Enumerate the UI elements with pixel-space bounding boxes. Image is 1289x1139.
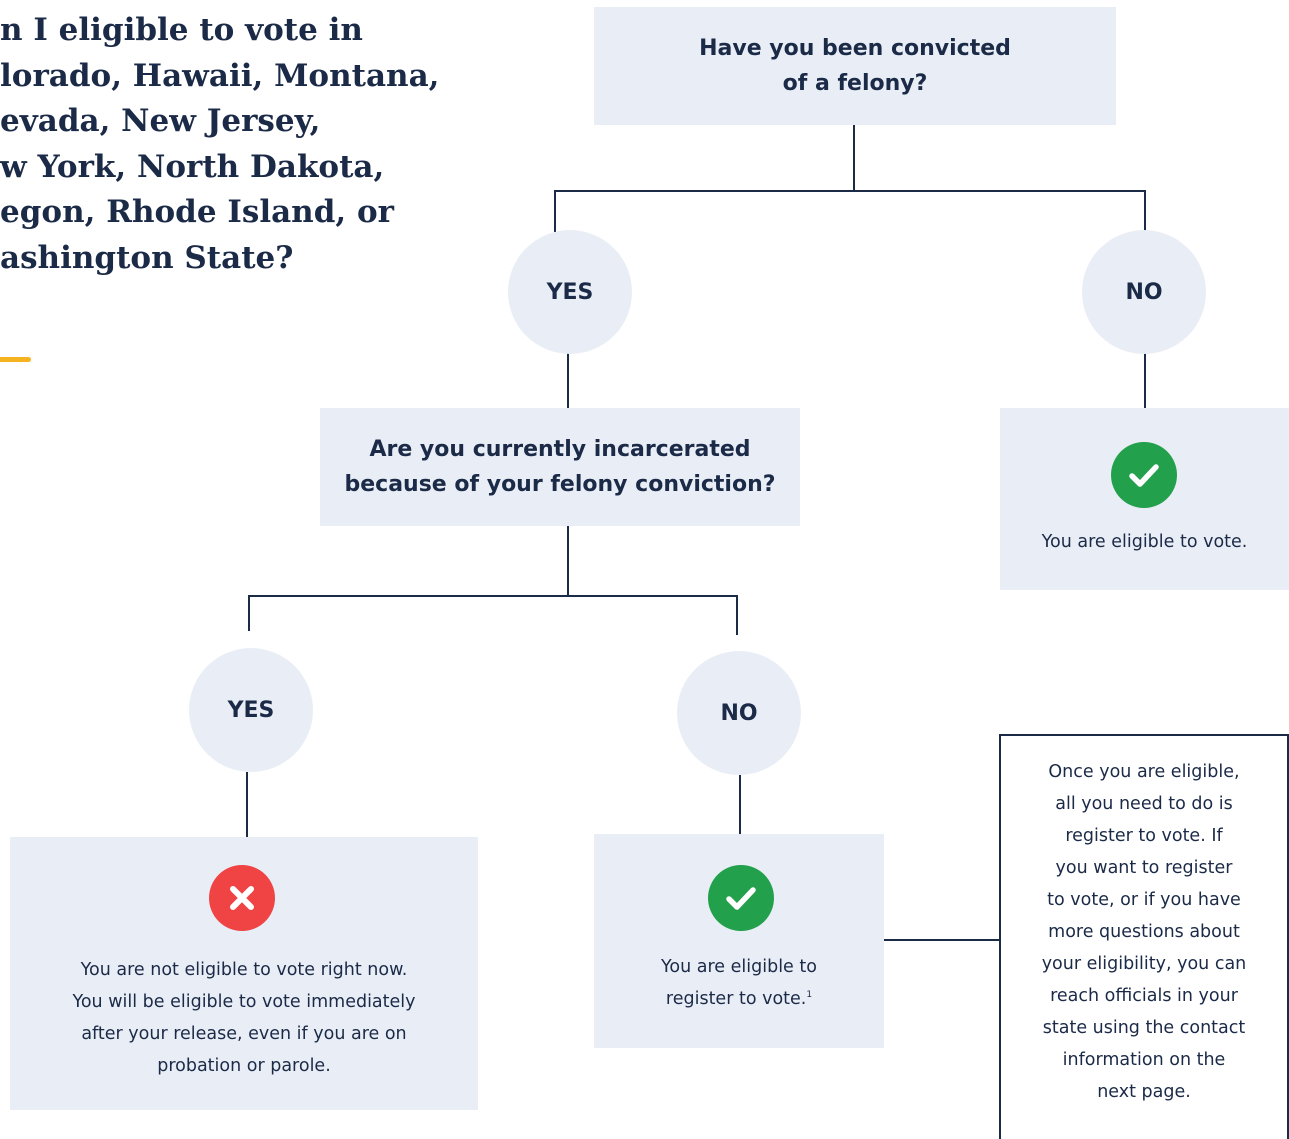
connector-line [736,595,738,635]
title-line: evada, New Jersey, [0,103,321,139]
note-line: next page. [1097,1082,1191,1102]
connector-line [248,595,250,631]
note-line: to vote, or if you have [1047,890,1241,910]
connector-line [567,525,569,597]
answer-yes-incarcerated: YES [189,648,313,772]
result-text: You are eligible to [661,957,817,977]
connector-line [883,939,1001,941]
answer-yes-convicted: YES [508,230,632,354]
note-line: register to vote. If [1065,826,1223,846]
result-text: probation or parole. [157,1056,331,1076]
question-text: of a felony? [782,71,928,96]
title-accent-bar [0,357,31,362]
connector-line [248,595,738,597]
result-text: after your release, even if you are on [81,1024,407,1044]
title-line: w York, North Dakota, [0,148,385,185]
page-title: n I eligible to vote in lorado, Hawaii, … [0,8,470,281]
result-text: register to vote.1 [665,989,813,1009]
answer-no-incarcerated: NO [677,651,801,775]
connector-line [554,190,556,232]
question-incarcerated-box: Are you currently incarcerated because o… [320,408,800,526]
question-text: because of your felony conviction? [344,472,776,497]
check-circle-icon [1111,442,1177,508]
result-text: You are not eligible to vote right now. [80,960,408,980]
note-line: state using the contact [1042,1018,1246,1038]
connector-line [853,124,855,192]
registration-note: Once you are eligible, all you need to d… [999,734,1289,1139]
title-line: egon, Rhode Island, or [0,194,394,230]
question-text: Are you currently incarcerated [369,437,751,462]
title-line: ashington State? [0,239,294,276]
result-eligible-box: You are eligible to vote. [1000,408,1289,590]
title-line: lorado, Hawaii, Montana, [0,57,440,94]
result-not-eligible-box: You are not eligible to vote right now. … [10,837,478,1110]
x-circle-icon [209,865,275,931]
note-line: all you need to do is [1055,794,1233,814]
connector-line [246,772,248,838]
connector-line [1144,190,1146,232]
title-line: n I eligible to vote in [0,12,363,48]
note-line: reach officials in your [1050,986,1238,1006]
connector-line [567,352,569,408]
question-text: Have you been convicted [699,36,1011,61]
note-line: Once you are eligible, [1048,762,1240,782]
check-circle-icon [708,865,774,931]
connector-line [1144,352,1146,408]
answer-no-convicted: NO [1082,230,1206,354]
note-line: you want to register [1055,858,1233,878]
connector-line [739,775,741,835]
result-text: You are eligible to vote. [1041,532,1248,552]
connector-line [554,190,1146,192]
result-register-box: You are eligible to register to vote.1 [594,834,884,1048]
footnote-mark: 1 [806,990,813,1001]
question-convicted-box: Have you been convicted of a felony? [594,7,1116,125]
result-text: You will be eligible to vote immediately [72,992,416,1012]
note-line: your eligibility, you can [1041,954,1247,974]
note-line: more questions about [1048,922,1240,942]
note-line: information on the [1062,1050,1226,1070]
